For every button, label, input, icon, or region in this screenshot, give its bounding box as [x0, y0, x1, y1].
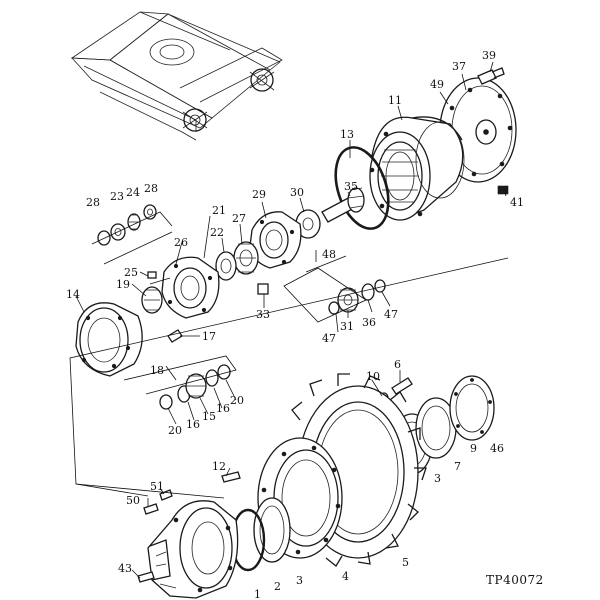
- callout-50: 50: [126, 494, 140, 507]
- bolt-6: [391, 377, 413, 395]
- planet-gear-19: [141, 286, 163, 314]
- planet-set-15: [159, 364, 231, 410]
- callout-46: 46: [490, 442, 504, 455]
- callout-33: 33: [256, 308, 270, 321]
- washer-22: [215, 251, 237, 281]
- callout-37: 37: [452, 60, 466, 73]
- hub-14: [75, 302, 143, 377]
- planet-gear-27: [233, 241, 259, 275]
- travel-motor-1: [147, 500, 239, 599]
- callout-23: 23: [110, 190, 124, 203]
- callout-20a: 20: [168, 424, 182, 437]
- bolt-12: [221, 471, 241, 483]
- sun-gear-shaft-35: [321, 187, 365, 223]
- callout-9: 9: [470, 442, 477, 455]
- callout-2: 2: [274, 580, 281, 593]
- callout-51: 51: [150, 480, 164, 493]
- callout-49: 49: [430, 78, 444, 91]
- ring-46: [449, 375, 495, 441]
- callout-14: 14: [66, 288, 80, 301]
- callout-12: 12: [212, 460, 226, 473]
- callout-35: 35: [344, 180, 358, 193]
- screw-50: [143, 503, 159, 515]
- callout-41: 41: [510, 196, 524, 209]
- assembly-lines: [69, 211, 509, 499]
- callout-16a: 16: [186, 418, 200, 431]
- callout-18: 18: [150, 364, 164, 377]
- callout-4: 4: [342, 570, 349, 583]
- callout-11: 11: [388, 94, 402, 107]
- callout-labels: 39 37 49 11 13 41 35 30 29 48 21 27 22 2…: [66, 49, 544, 600]
- screw-43: [137, 571, 155, 583]
- screw-41: [497, 185, 509, 195]
- callout-24: 24: [126, 186, 140, 199]
- callout-21: 21: [212, 204, 226, 217]
- housing-drum-11: [369, 116, 465, 221]
- callout-3b: 3: [296, 574, 303, 587]
- pin-25: [147, 271, 157, 279]
- callout-47b: 47: [322, 332, 336, 345]
- carrier-21: [161, 256, 220, 319]
- callout-15: 15: [202, 410, 216, 423]
- callout-39: 39: [482, 49, 496, 62]
- callout-6: 6: [394, 358, 401, 371]
- callout-48: 48: [322, 248, 336, 261]
- callout-25: 25: [124, 266, 138, 279]
- callout-31: 31: [340, 320, 354, 333]
- callout-43: 43: [118, 562, 132, 575]
- figure-code: TP40072: [486, 573, 544, 587]
- callout-30: 30: [290, 186, 304, 199]
- callout-28a: 28: [86, 196, 100, 209]
- callout-10: 10: [366, 370, 380, 383]
- callout-27: 27: [232, 212, 246, 225]
- pin-17: [167, 329, 183, 343]
- callout-22: 22: [210, 226, 224, 239]
- pin-33: [257, 283, 269, 295]
- callout-1: 1: [254, 588, 261, 600]
- callout-13: 13: [340, 128, 354, 141]
- callout-19: 19: [116, 278, 130, 291]
- callout-7: 7: [454, 460, 461, 473]
- callout-47a: 47: [384, 308, 398, 321]
- bearing-3-lower: [253, 497, 291, 563]
- callout-17: 17: [202, 330, 216, 343]
- callout-20b: 20: [230, 394, 244, 407]
- callout-28b: 28: [144, 182, 158, 195]
- screw-39: [477, 67, 505, 85]
- callout-26: 26: [174, 236, 188, 249]
- callout-3a: 3: [434, 472, 441, 485]
- callout-leaders: [75, 61, 507, 579]
- callout-36: 36: [362, 316, 376, 329]
- callout-29: 29: [252, 188, 266, 201]
- callout-16b: 16: [216, 402, 230, 415]
- o-ring-13: [334, 146, 390, 230]
- callout-5: 5: [402, 556, 409, 569]
- washers-23-24-28: [97, 204, 157, 246]
- track-frame: [70, 11, 283, 141]
